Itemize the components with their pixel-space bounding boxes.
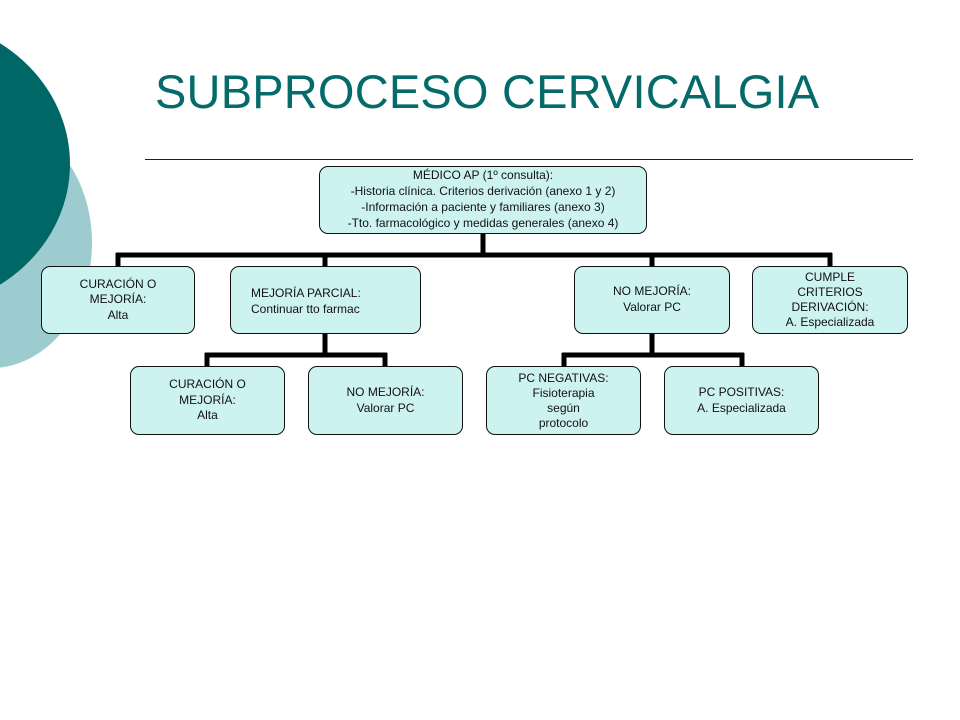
node-parcial-curacion: CURACIÓN O MEJORÍA: Alta bbox=[130, 366, 285, 435]
node-medico-ap-text: MÉDICO AP (1º consulta): -Historia clíni… bbox=[347, 168, 619, 230]
title-underline bbox=[145, 159, 913, 160]
node-no-mejoria-text: NO MEJORÍA: Valorar PC bbox=[612, 284, 691, 314]
node-no-mejoria: NO MEJORÍA: Valorar PC bbox=[574, 266, 730, 334]
node-pc-negativas-text: PC NEGATIVAS: Fisioterapia según protoco… bbox=[518, 370, 609, 430]
node-medico-ap: MÉDICO AP (1º consulta): -Historia clíni… bbox=[319, 166, 647, 234]
node-curacion-text: CURACIÓN O MEJORÍA: Alta bbox=[79, 276, 157, 322]
slide-title: SUBPROCESO CERVICALGIA bbox=[155, 65, 820, 118]
node-mejoria-parcial-text: MEJORÍA PARCIAL: Continuar tto farmac bbox=[251, 286, 361, 316]
node-pc-positivas-text: PC POSITIVAS: A. Especializada bbox=[697, 384, 786, 415]
node-cumple-criterios-text: CUMPLE CRITERIOS DERIVACIÓN: A. Especial… bbox=[785, 270, 875, 329]
node-pc-negativas: PC NEGATIVAS: Fisioterapia según protoco… bbox=[486, 366, 641, 435]
node-curacion: CURACIÓN O MEJORÍA: Alta bbox=[41, 266, 195, 334]
node-cumple-criterios: CUMPLE CRITERIOS DERIVACIÓN: A. Especial… bbox=[752, 266, 908, 334]
node-pc-positivas: PC POSITIVAS: A. Especializada bbox=[664, 366, 819, 435]
node-parcial-curacion-text: CURACIÓN O MEJORÍA: Alta bbox=[169, 377, 246, 423]
node-mejoria-parcial: MEJORÍA PARCIAL: Continuar tto farmac bbox=[230, 266, 421, 334]
node-parcial-no-mejoria: NO MEJORÍA: Valorar PC bbox=[308, 366, 463, 435]
node-parcial-no-mejoria-text: NO MEJORÍA: Valorar PC bbox=[346, 384, 425, 415]
